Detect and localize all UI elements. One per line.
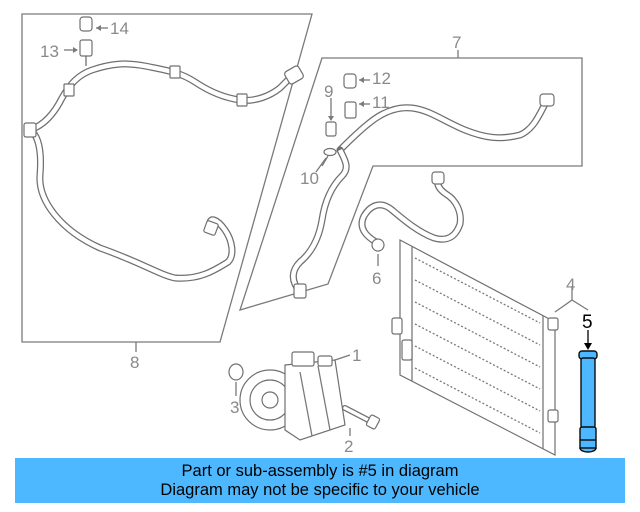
callout-11: 11 xyxy=(372,93,390,112)
hose-part-6 xyxy=(358,171,464,266)
plug-part-3 xyxy=(228,363,244,396)
compressor-part-1 xyxy=(239,351,351,441)
condenser-part-4 xyxy=(391,239,589,456)
callout-5: 5 xyxy=(582,312,593,333)
cap-part-12 xyxy=(343,73,357,89)
callout-13: 13 xyxy=(40,42,59,61)
cap-part-14 xyxy=(79,16,93,32)
callout-9: 9 xyxy=(324,82,333,101)
callout-8: 8 xyxy=(130,353,139,372)
valve-part-13 xyxy=(79,39,93,57)
valve-part-11 xyxy=(344,101,357,119)
callout-2: 2 xyxy=(344,437,353,456)
callout-10: 10 xyxy=(300,169,319,188)
callout-6: 6 xyxy=(372,269,381,288)
callout-1: 1 xyxy=(352,346,361,365)
drier-part-5[interactable] xyxy=(578,330,598,453)
bolt-part-2 xyxy=(342,405,381,436)
valve-part-9 xyxy=(325,121,337,137)
panel-8 xyxy=(21,13,313,352)
callout-3: 3 xyxy=(230,398,239,417)
info-banner: Part or sub-assembly is #5 in diagram Di… xyxy=(15,458,625,503)
callout-7: 7 xyxy=(452,33,461,52)
oring-part-10 xyxy=(323,147,337,157)
banner-line-2: Diagram may not be specific to your vehi… xyxy=(160,480,480,499)
callout-14: 14 xyxy=(110,19,129,38)
banner-line-1: Part or sub-assembly is #5 in diagram xyxy=(181,461,459,480)
callout-12: 12 xyxy=(372,69,391,88)
panel-7 xyxy=(238,50,583,311)
callout-4: 4 xyxy=(566,275,575,294)
